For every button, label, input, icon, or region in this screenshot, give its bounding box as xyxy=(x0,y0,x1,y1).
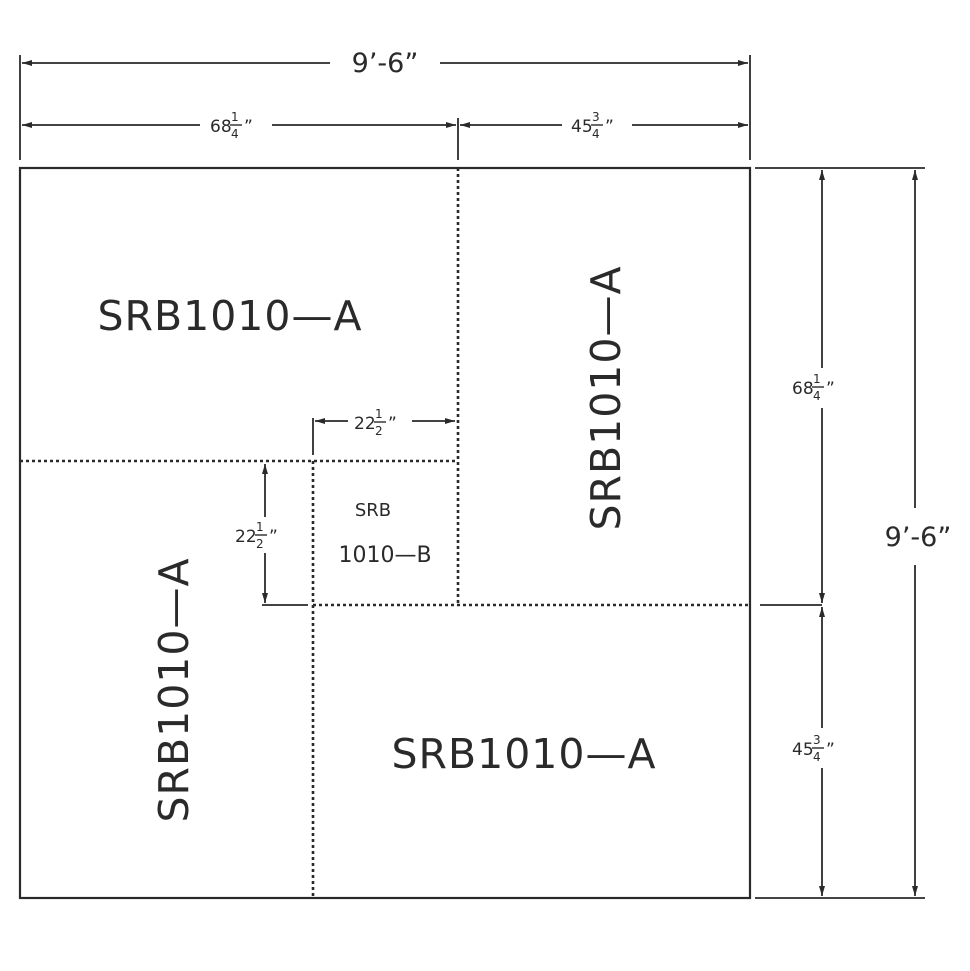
dim-top-split: 68 1 4 ” 45 3 4 ” xyxy=(22,110,748,160)
svg-text:2: 2 xyxy=(375,424,383,438)
overall-height-label: 9’-6” xyxy=(885,522,952,553)
svg-text:4: 4 xyxy=(592,127,600,141)
tile-top-right-label: SRB1010—A xyxy=(582,265,630,530)
svg-text:45: 45 xyxy=(571,117,593,137)
tile-center-label-line1: SRB xyxy=(355,500,391,521)
svg-text:68: 68 xyxy=(210,117,232,137)
svg-text:”: ” xyxy=(244,117,253,137)
svg-text:3: 3 xyxy=(813,733,821,747)
dim-center-height: 22 1 2 ” xyxy=(232,464,308,606)
svg-text:1: 1 xyxy=(231,110,239,124)
svg-text:68: 68 xyxy=(792,379,814,399)
dim-overall-height: 9’-6” xyxy=(828,167,952,899)
tile-center-label-line2: 1010—B xyxy=(338,543,431,568)
dim-center-width: 22 1 2 ” xyxy=(312,407,455,455)
dim-45-right: 45 3 4 ” xyxy=(790,732,835,764)
svg-text:”: ” xyxy=(605,117,614,137)
svg-text:4: 4 xyxy=(231,127,239,141)
dim-overall-width: 9’-6” xyxy=(19,48,751,160)
svg-text:”: ” xyxy=(826,740,835,760)
svg-text:1: 1 xyxy=(256,520,264,534)
svg-text:”: ” xyxy=(269,527,278,547)
svg-text:3: 3 xyxy=(592,110,600,124)
dim-right-split: 68 1 4 ” 45 3 4 ” xyxy=(755,167,835,899)
dim-45-top: 45 3 4 ” xyxy=(571,110,614,141)
svg-text:”: ” xyxy=(388,414,397,434)
dim-68-right: 68 1 4 ” xyxy=(790,372,835,404)
svg-text:4: 4 xyxy=(813,389,821,403)
svg-text:1: 1 xyxy=(813,372,821,386)
tile-top-left-label: SRB1010—A xyxy=(97,292,362,340)
svg-text:22: 22 xyxy=(354,414,376,434)
svg-text:22: 22 xyxy=(235,527,257,547)
outer-boundary xyxy=(18,166,752,900)
dim-68-top: 68 1 4 ” xyxy=(210,110,253,141)
tile-bottom-right-label: SRB1010—A xyxy=(391,730,656,778)
svg-text:4: 4 xyxy=(813,750,821,764)
tile-bottom-left-label: SRB1010—A xyxy=(150,557,198,822)
overall-width-label: 9’-6” xyxy=(352,48,419,79)
svg-text:2: 2 xyxy=(256,537,264,551)
svg-text:45: 45 xyxy=(792,740,814,760)
svg-text:1: 1 xyxy=(375,407,383,421)
svg-text:”: ” xyxy=(826,379,835,399)
